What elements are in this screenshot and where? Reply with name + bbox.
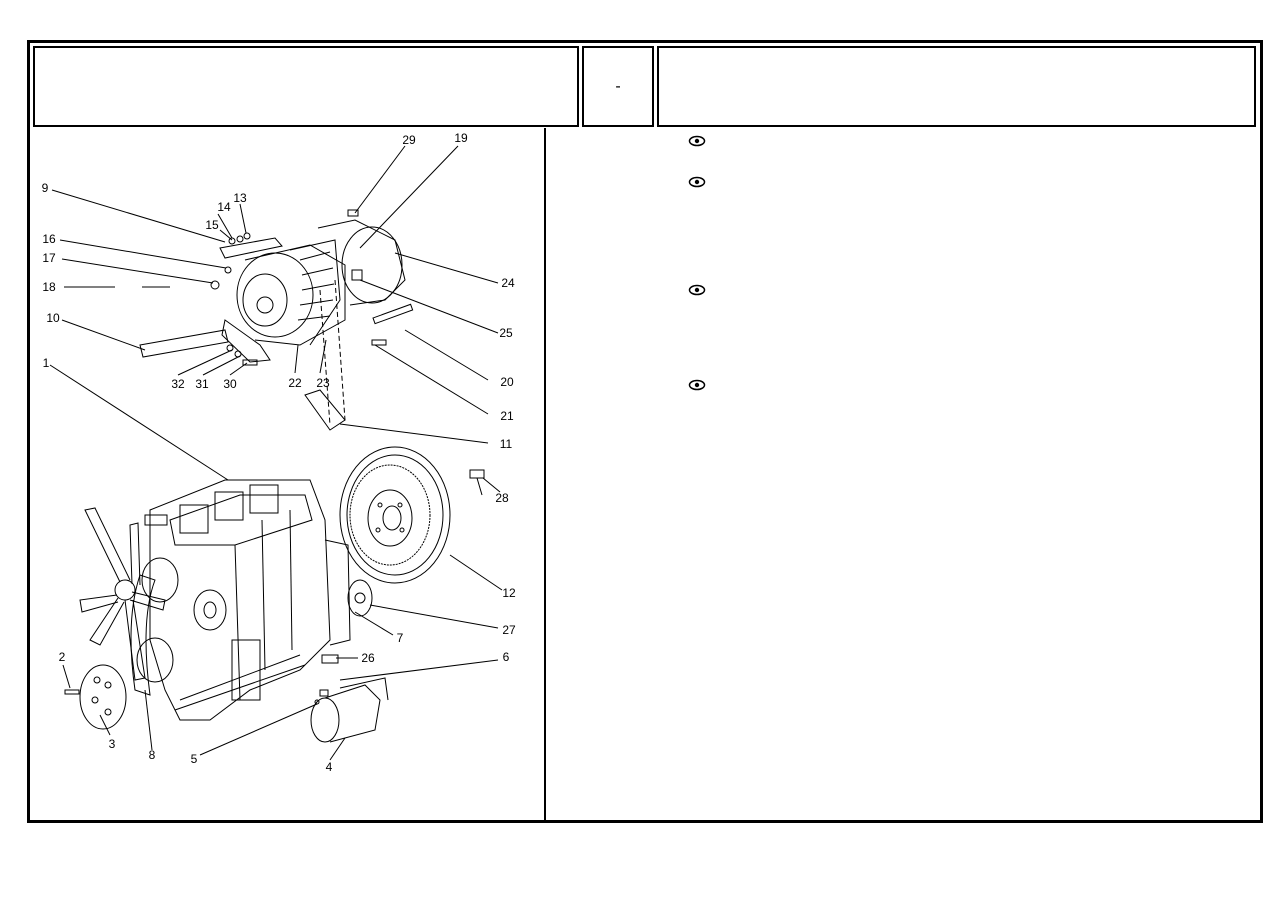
- header-middle-cell: -: [582, 46, 654, 127]
- callout-27: 27: [502, 623, 516, 637]
- callout-29: 29: [402, 133, 416, 147]
- callout-labels: 1 2 3 4 5 6 7 8 9 10 11 12 13 14 15 16 1…: [42, 131, 516, 774]
- callout-4: 4: [326, 760, 333, 774]
- callout-32: 32: [171, 377, 185, 391]
- page-frame: [27, 40, 1263, 823]
- callout-9: 9: [42, 181, 49, 195]
- fan-belt: [130, 574, 156, 696]
- eye-icon: [688, 176, 706, 188]
- callout-31: 31: [195, 377, 209, 391]
- callout-21: 21: [500, 409, 514, 423]
- callout-16: 16: [42, 232, 56, 246]
- callout-3: 3: [109, 737, 116, 751]
- callout-28: 28: [495, 491, 509, 505]
- bolts-and-washers: [210, 209, 485, 496]
- flywheel-housing-plate: [347, 579, 373, 617]
- tension-bracket: [139, 237, 346, 431]
- callout-2: 2: [59, 650, 66, 664]
- callout-5: 5: [191, 752, 198, 766]
- cooling-fan: [79, 507, 166, 681]
- eye-icon: [688, 135, 706, 147]
- callout-20: 20: [500, 375, 514, 389]
- callout-14: 14: [217, 200, 231, 214]
- column-divider: [544, 128, 546, 820]
- callout-7: 7: [397, 631, 404, 645]
- callout-15: 15: [205, 218, 219, 232]
- callout-25: 25: [499, 326, 513, 340]
- callout-8: 8: [149, 748, 156, 762]
- eye-icon: [688, 379, 706, 391]
- callout-22: 22: [288, 376, 302, 390]
- engine-exploded-diagram: 1 2 3 4 5 6 7 8 9 10 11 12 13 14 15 16 1…: [42, 131, 516, 774]
- callout-17: 17: [42, 251, 56, 265]
- header-dash: -: [615, 77, 621, 95]
- leader-lines: [49, 145, 503, 761]
- callout-1: 1: [43, 356, 50, 370]
- callout-12: 12: [502, 586, 516, 600]
- alternator: [236, 239, 346, 346]
- callout-11: 11: [500, 437, 513, 451]
- callout-18: 18: [42, 280, 56, 294]
- starter-motor: [310, 654, 389, 743]
- callout-10: 10: [46, 311, 60, 325]
- header-right-cell: [657, 46, 1256, 127]
- flywheel: [339, 446, 451, 584]
- alternator-pulley-cover: [317, 219, 406, 306]
- callout-6: 6: [503, 650, 510, 664]
- callout-24: 24: [501, 276, 515, 290]
- eye-icon: [688, 284, 706, 296]
- callout-30: 30: [223, 377, 237, 391]
- callout-13: 13: [233, 191, 247, 205]
- callout-19: 19: [454, 131, 468, 145]
- header-left-cell: [33, 46, 579, 127]
- callout-26: 26: [361, 651, 375, 665]
- engine-block: [136, 479, 351, 721]
- callout-23: 23: [316, 376, 330, 390]
- fan-pulley: [64, 664, 127, 730]
